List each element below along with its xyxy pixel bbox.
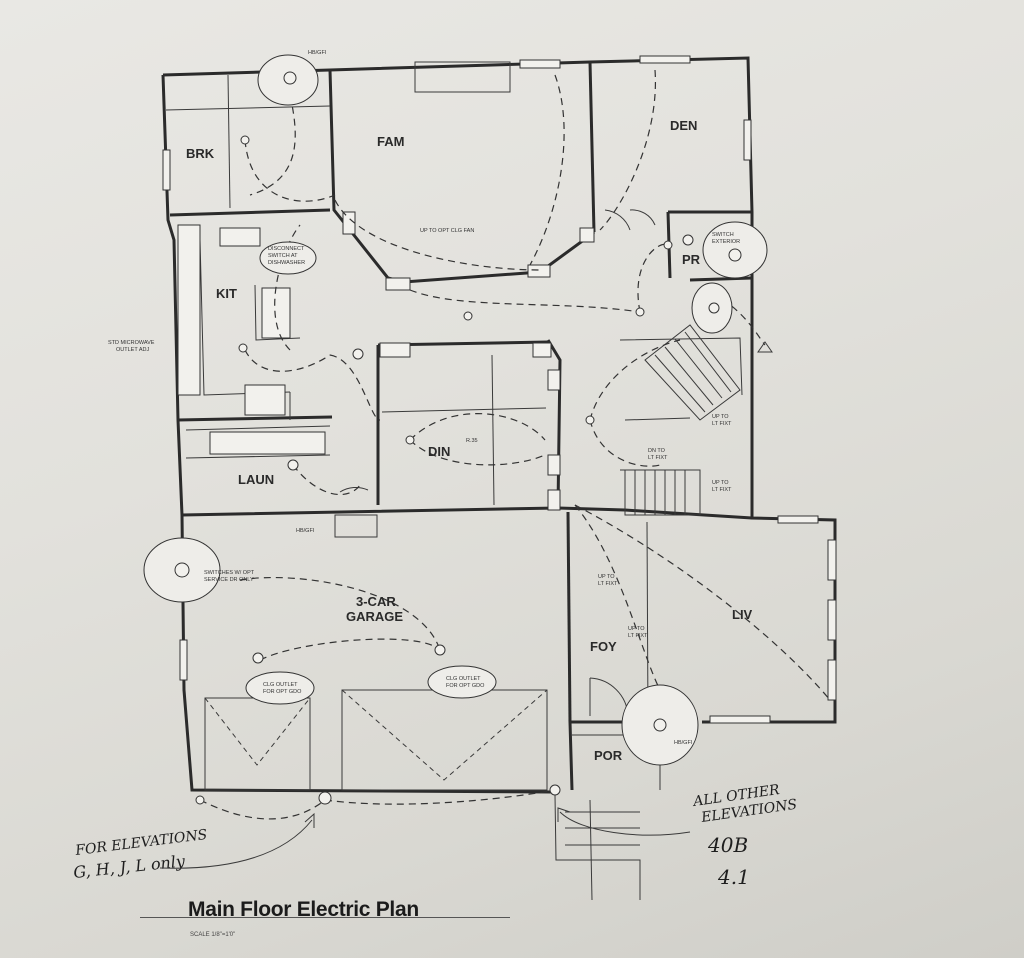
scale-note: SCALE 1/8"=1'0" <box>190 932 236 938</box>
note-foy-up-2: LT FIXT <box>598 581 618 587</box>
note-fam-fan: UP TO OPT CLG FAN <box>420 228 474 234</box>
room-por: POR <box>594 748 623 763</box>
note-stair-up-2: LT FIXT <box>712 421 732 427</box>
room-garage-line1: 3-CAR <box>356 594 396 609</box>
note-clg-outlet-a2: FOR OPT GDO <box>263 689 302 695</box>
room-den: DEN <box>670 118 697 133</box>
note-stair-up-b1: UP TO <box>712 480 729 486</box>
note-disconnect-2: SWITCH AT <box>268 253 298 259</box>
room-garage-line2: GARAGE <box>346 609 403 624</box>
room-labels: BRK FAM DEN KIT PR LAUN DIN 3-CAR GARAGE… <box>186 118 753 763</box>
note-microwave-1: STD MICROWAVE <box>108 340 155 346</box>
note-garage-switch-2: SERVICE DR ONLY <box>204 577 254 583</box>
light-fixtures <box>174 71 773 805</box>
room-liv: LIV <box>732 607 753 622</box>
note-clg-outlet-a1: CLG OUTLET <box>263 682 298 688</box>
note-disconnect-3: DISHWASHER <box>268 260 305 266</box>
note-foy-up-b2: LT FIXT <box>628 633 648 639</box>
note-foy-up-1: UP TO <box>598 574 615 580</box>
room-din: DIN <box>428 444 450 459</box>
note-clg-outlet-b1: CLG OUTLET <box>446 676 481 682</box>
circuit-lines <box>199 69 831 820</box>
note-pr-exterior-2: EXTERIOR <box>712 239 740 245</box>
staircase <box>624 324 741 516</box>
note-foy-up-b1: UP TO <box>628 626 645 632</box>
room-pr: PR <box>682 252 701 267</box>
note-pr-exterior-1: SWITCH <box>712 232 734 238</box>
room-laun: LAUN <box>238 472 274 487</box>
room-kit: KIT <box>216 286 237 301</box>
hand-left-arrowhead <box>304 812 315 828</box>
note-din-lt-2: LT FIXT <box>648 455 668 461</box>
note-hb-2: HB/GFI <box>296 528 315 534</box>
hand-right-arrow <box>559 811 691 836</box>
note-hb-1: HB/GFI <box>308 50 327 56</box>
hand-left-arrow <box>159 819 313 869</box>
note-stair-up-b2: LT FIXT <box>712 487 732 493</box>
hand-code-line1: 40B <box>707 833 748 857</box>
note-clg-outlet-b2: FOR OPT GDO <box>446 683 485 689</box>
note-garage-switch-1: SWITCHES W/ OPT <box>204 570 255 576</box>
handwritten-notes: FOR ELEVATIONS G, H, J, L only ALL OTHER… <box>72 782 798 889</box>
revision-clouds <box>143 54 768 766</box>
note-microwave-2: OUTLET ADJ <box>116 347 149 353</box>
plan-title: Main Floor Electric Plan <box>188 898 419 921</box>
note-disconnect-1: DISCONNECT <box>268 246 305 252</box>
hand-code-line2: 4.1 <box>717 865 750 889</box>
title-rule <box>140 917 510 918</box>
note-stair-up-1: UP TO <box>712 414 729 420</box>
plan-notes: UP TO OPT CLG FAN DISCONNECT SWITCH AT D… <box>108 50 740 746</box>
note-din-lt-1: DN TO <box>648 448 666 454</box>
hand-left-line1: FOR ELEVATIONS <box>74 827 209 859</box>
note-din-label: R.35 <box>466 438 478 444</box>
note-hb-3: HB/GFI <box>674 740 693 746</box>
room-foy: FOY <box>590 639 617 654</box>
room-brk: BRK <box>186 146 215 161</box>
hand-right-arrowhead <box>557 807 571 822</box>
room-fam: FAM <box>377 134 404 149</box>
